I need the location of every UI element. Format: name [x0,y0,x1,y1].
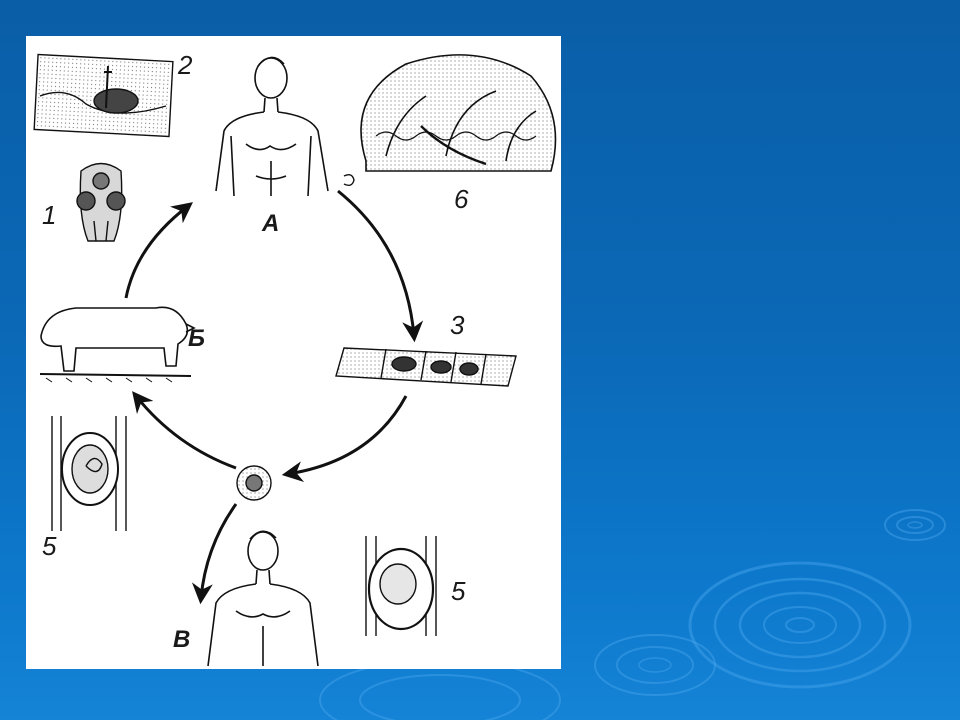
label-number-2: 2 [178,50,193,80]
pig-figure [39,306,196,383]
diagram-panel: 2 1 6 А 3 Б 5 5 В [26,36,561,669]
human-v-figure [207,530,319,667]
arrow-pig-to-human [124,202,193,299]
label-number-5-left: 5 [42,531,57,561]
label-number-3: 3 [450,310,465,340]
egg-figure [236,465,272,501]
label-number-6: 6 [454,184,469,214]
scolex-figure [76,162,126,242]
label-number-5-right: 5 [451,576,466,606]
brain-section-figure [360,54,557,172]
label-letter-v: В [173,626,191,653]
tissue-section-figure [33,53,174,138]
arrow-proglottids-to-egg [281,395,408,483]
arrow-egg-to-human-v [191,503,238,605]
label-letter-b: Б [188,325,205,352]
arrow-egg-to-pig [132,391,237,470]
life-cycle-drawing [33,53,557,667]
proglottids-strip-figure [335,347,517,387]
arrow-human-to-proglottids [337,189,424,343]
human-a-figure [215,56,355,197]
cysticercus-in-muscle-right-figure [365,536,437,636]
cycle-arrows [124,189,424,605]
cysticercus-in-muscle-left-figure [51,416,127,531]
label-number-1: 1 [42,200,57,230]
label-letter-a: А [262,210,280,237]
